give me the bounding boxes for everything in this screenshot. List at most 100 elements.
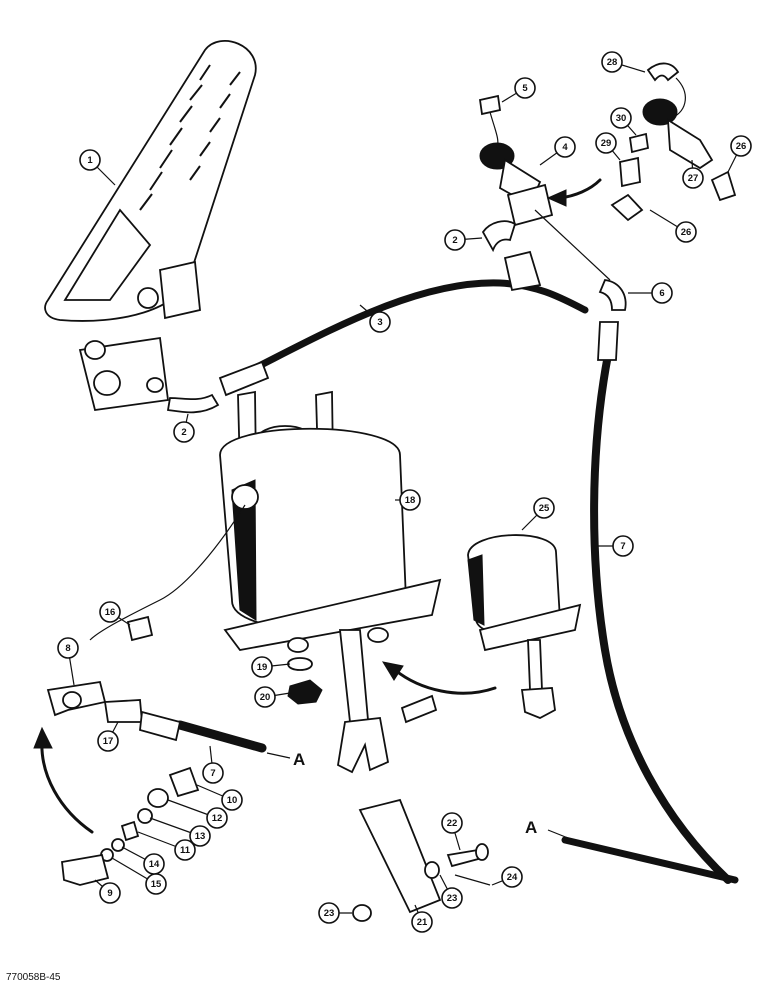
tee-fitting-9 [61,853,110,886]
callout-2: 2 [173,413,195,443]
hose-7-section-a-end [561,836,739,884]
callout-26: 26 [727,135,752,173]
elbow-fitting-6 [598,279,627,311]
hoses [175,279,739,884]
callout-label: 11 [180,845,191,856]
callout-13: 13 [149,817,211,847]
fitting-17 [103,699,143,723]
callout-label: 15 [151,879,162,890]
callout-label: 4 [562,142,568,153]
washer-13 [137,808,153,824]
callout-label: 28 [607,57,618,68]
callout-7: 7 [202,745,224,784]
callout-19: 19 [251,656,291,678]
callout-label: 26 [736,141,747,152]
valve-4 [479,142,554,227]
callout-15: 15 [111,857,167,895]
callout-label: 22 [447,818,458,829]
hose-7-left [175,720,267,753]
callout-24: 24 [491,866,523,888]
brake-chamber-18 [219,390,442,653]
washer-23-right [424,861,440,879]
callout-label: 19 [257,662,268,673]
callout-27: 27 [682,159,704,189]
callout-label: 14 [149,859,160,870]
callout-label: 7 [210,768,215,779]
nut-20 [287,679,323,705]
callout-21: 21 [411,904,433,933]
callout-14: 14 [121,846,165,875]
fitting-30 [628,132,650,154]
callout-label: 25 [539,503,550,514]
brake-pedal [44,40,257,412]
fitting-16 [126,615,154,642]
callout-label: 1 [87,155,93,166]
callout-20: 20 [254,686,291,708]
callout-label: 23 [447,893,458,904]
callout-label: 27 [688,173,699,184]
seal-14 [111,838,125,852]
callout-label: 20 [260,692,271,703]
callout-23: 23 [439,874,463,909]
callout-label: 12 [212,813,223,824]
fitting-10 [168,766,200,798]
callout-label: 29 [601,138,612,149]
callout-10: 10 [196,784,243,811]
brake-chamber-25 [467,534,582,719]
callout-12: 12 [167,799,228,829]
callout-4: 4 [539,136,576,166]
callout-3: 3 [359,304,391,333]
callout-25: 25 [521,497,555,531]
callout-30: 30 [610,107,637,136]
section-mark-a-right: A [525,818,537,837]
o-ring-12 [147,788,169,808]
callout-label: 9 [107,888,112,899]
pin [400,694,438,724]
callout-label: 24 [507,872,518,883]
hose-end-fitting-7-left [139,710,182,742]
callout-16: 16 [99,601,131,626]
callout-23: 23 [318,902,352,924]
callout-label: 2 [181,427,186,438]
fitting-5 [478,94,502,116]
fitting-11 [120,820,140,842]
fitting-29 [619,156,641,188]
hose-7-right [590,351,732,884]
section-mark-a-left: A [293,750,305,769]
washer-19 [287,657,313,671]
clevis-yoke [337,717,390,774]
callout-11: 11 [137,831,196,861]
elbow-fitting-2-right [481,220,517,253]
callout-6: 6 [628,282,673,304]
callout-label: 7 [620,541,625,552]
callout-2: 2 [444,229,483,251]
figure-id: 770058B-45 [6,972,61,983]
callout-label: 10 [227,795,238,806]
callout-label: 3 [377,317,382,328]
callout-label: 26 [681,227,692,238]
elbow-fitting-26-right [710,170,737,202]
callout-label: 16 [105,607,116,618]
callout-label: 17 [103,736,114,747]
hose-end-fitting-3-right [503,250,542,292]
callout-7: 7 [598,535,634,557]
callout-9: 9 [94,879,121,904]
callout-5: 5 [501,77,536,103]
callout-label: 18 [405,495,416,506]
hose-end-fitting-7 [597,321,619,361]
callout-28: 28 [601,51,646,73]
push-rod [338,629,369,723]
callout-label: 21 [417,917,428,928]
valve-27 [642,98,714,170]
callout-label: 13 [195,831,206,842]
cotter-pin-24 [454,874,491,886]
callout-26: 26 [649,209,697,243]
elbow-fitting-2-left [166,393,220,414]
callout-8: 8 [57,637,79,686]
callout-layer: 1223456778910111213141516171819202122232… [57,51,752,933]
callout-label: 5 [522,83,528,94]
hose-end-fitting-3 [218,360,270,397]
elbow-fitting-28 [646,62,680,82]
elbow-fitting-26-left [610,193,644,222]
